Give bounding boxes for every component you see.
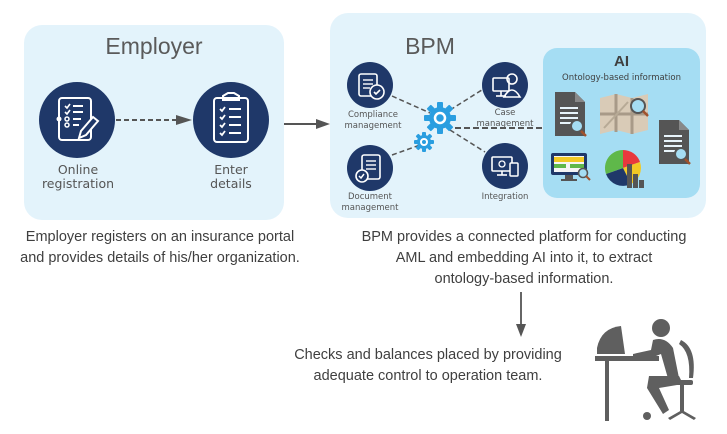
pie-bar-chart-icon — [604, 149, 644, 188]
clipboard-checklist-icon — [213, 92, 249, 143]
employer-title: Employer — [105, 33, 203, 59]
document-management-node — [347, 145, 393, 191]
document-check-icon — [355, 154, 381, 183]
gears-icon — [414, 102, 456, 152]
label-line: management — [476, 119, 534, 129]
online-registration-label: Online registration — [30, 163, 126, 191]
devices-integration-icon — [491, 156, 519, 177]
document-management-label: Document management — [330, 192, 410, 214]
label-line: management — [341, 203, 399, 213]
label-line: Case — [494, 108, 516, 118]
caption-line: Checks and balances placed by providing — [294, 347, 562, 363]
label-line: Enter — [214, 162, 248, 177]
label-line: Compliance — [347, 110, 399, 120]
case-management-label: Case management — [465, 108, 545, 130]
enter-details-label: Enter details — [183, 163, 279, 191]
document-search-icon — [555, 92, 587, 137]
employer-caption: Employer registers on an insurance porta… — [0, 227, 320, 269]
operations-caption: Checks and balances placed by providing … — [268, 345, 588, 387]
label-line: Integration — [481, 192, 529, 202]
label-line: Online — [57, 162, 99, 177]
caption-line: and provides details of his/her organiza… — [20, 250, 300, 266]
caption-line: AML and embedding AI into it, to extract — [395, 250, 653, 266]
case-management-icon — [492, 73, 522, 98]
label-line: management — [344, 121, 402, 131]
label-line: registration — [41, 176, 115, 191]
integration-label: Integration — [465, 192, 545, 203]
monitor-search-icon — [551, 153, 591, 181]
person-at-desk-icon — [595, 319, 696, 421]
case-management-node — [482, 62, 528, 108]
enter-details-node — [193, 82, 269, 158]
label-line: Document — [347, 192, 393, 202]
map-search-icon — [600, 94, 649, 134]
bpm-caption: BPM provides a connected platform for co… — [338, 227, 710, 290]
bpm-title: BPM — [405, 33, 455, 59]
compliance-document-icon — [358, 73, 385, 100]
caption-line: adequate control to operation team. — [313, 368, 543, 384]
compliance-management-node — [347, 62, 393, 108]
document-search-icon — [659, 120, 691, 165]
caption-line: Employer registers on an insurance porta… — [25, 229, 295, 245]
caption-line: BPM provides a connected platform for co… — [361, 229, 687, 245]
registration-form-icon — [56, 97, 100, 141]
label-line: details — [210, 176, 252, 191]
caption-line: ontology-based information. — [434, 271, 614, 287]
compliance-management-label: Compliance management — [333, 110, 413, 132]
ai-title: AI — [614, 53, 629, 70]
ai-subtitle: Ontology-based information — [562, 73, 681, 83]
